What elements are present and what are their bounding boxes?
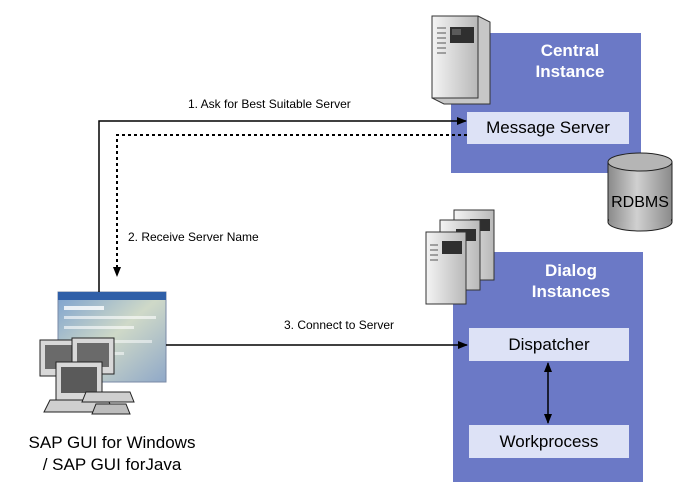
database-icon: [607, 152, 673, 232]
dispatcher-box: Dispatcher: [469, 328, 629, 361]
message-server-box: Message Server: [467, 112, 629, 144]
central-instance-title-line1: Central: [540, 41, 600, 60]
workprocess-box: Workprocess: [469, 425, 629, 458]
client-label-line1: SAP GUI for Windows: [28, 433, 196, 452]
ask-server-arrow: [98, 117, 467, 292]
central-instance-title: Central Instance: [500, 40, 640, 82]
step3-label: 3. Connect to Server: [284, 318, 395, 332]
database-label: RDBMS: [611, 194, 669, 211]
client-label-line2: / SAP GUI forJava: [42, 455, 182, 474]
dialog-instances-title-line1: Dialog: [545, 261, 597, 280]
step1-label: 1. Ask for Best Suitable Server: [188, 97, 351, 111]
dialog-servers-icon: [425, 209, 495, 305]
dialog-instances-title: Dialog Instances: [500, 260, 642, 302]
dialog-instances-title-line2: Instances: [531, 282, 611, 301]
step2-label: 2. Receive Server Name: [128, 230, 259, 244]
central-server-icon: [431, 15, 491, 105]
central-instance-title-line2: Instance: [535, 62, 605, 81]
receive-server-name-arrow: [113, 134, 467, 277]
client-computers-icon: [39, 337, 135, 415]
client-label: SAP GUI for Windows / SAP GUI forJava: [2, 432, 222, 476]
